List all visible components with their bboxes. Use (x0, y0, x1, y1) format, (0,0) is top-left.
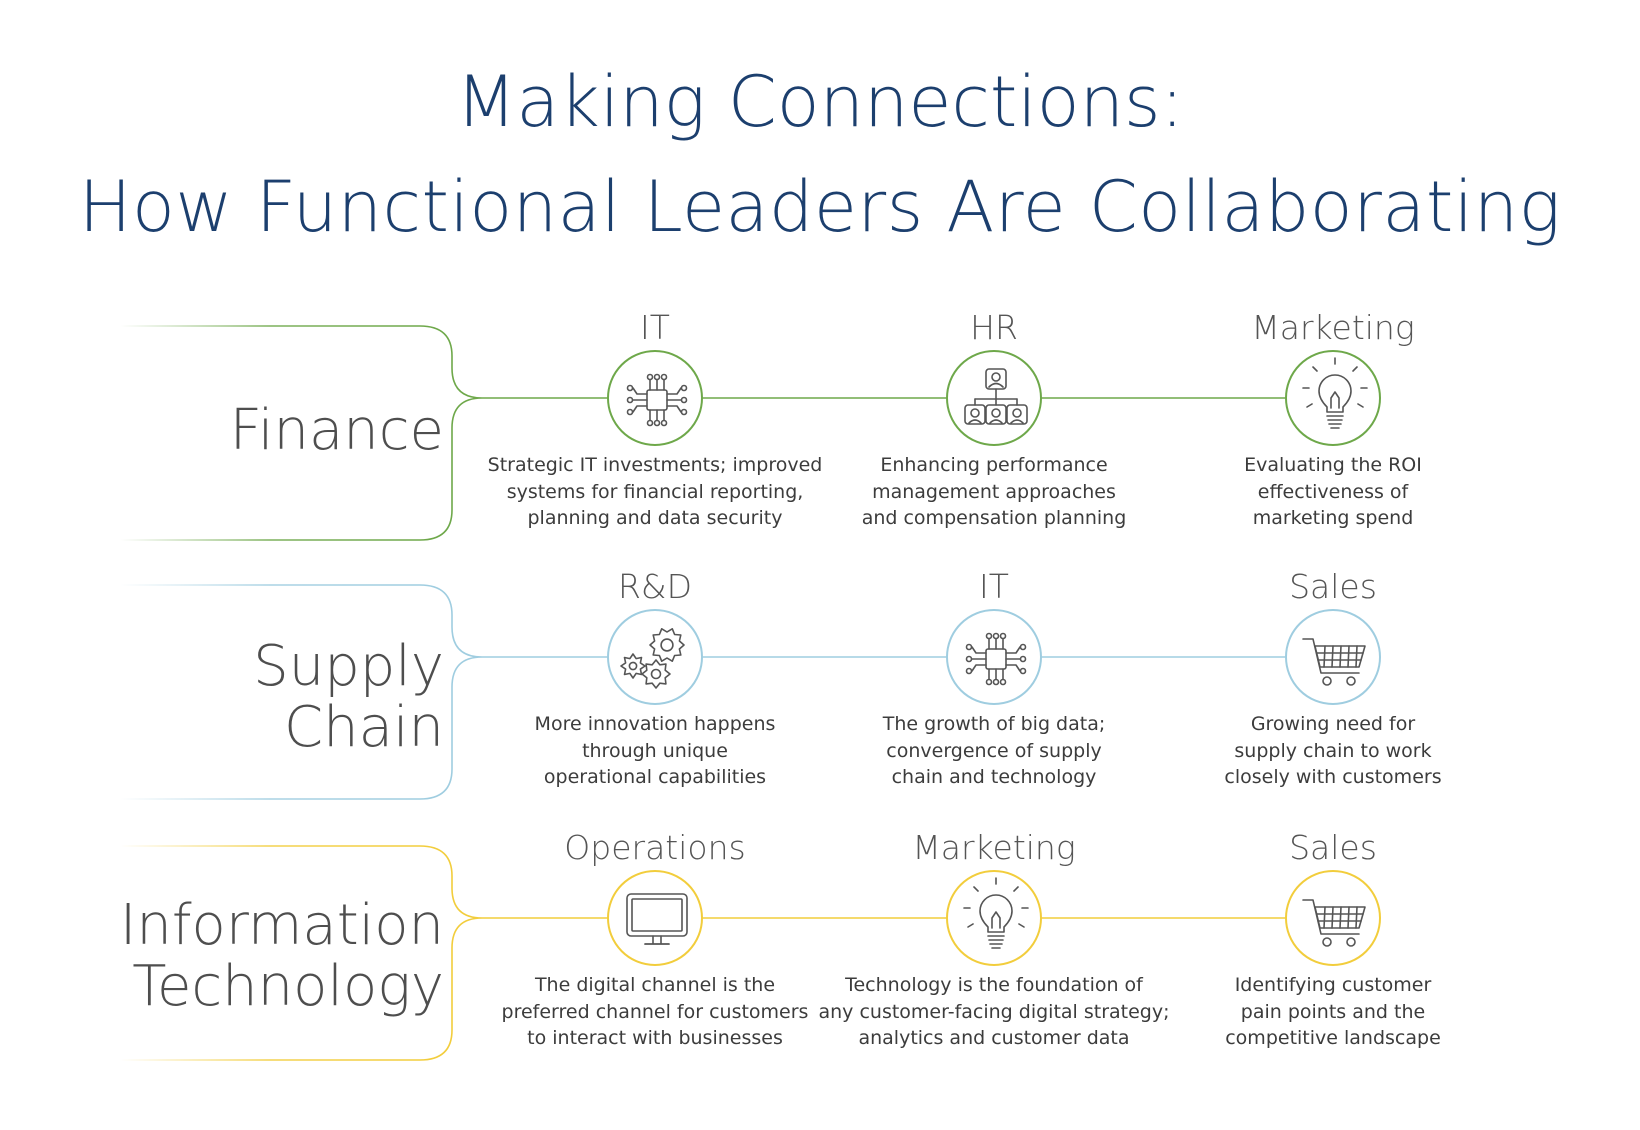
description-line: chain and technology (891, 766, 1097, 788)
shopping-cart-icon (1302, 638, 1366, 686)
function-title: Sales (1289, 828, 1377, 867)
function-description: Identifying customer pain points and the c… (1153, 972, 1513, 1052)
function-node (946, 870, 1042, 966)
description-line: Enhancing performance (880, 454, 1108, 476)
page-title-line-2: How Functional Leaders Are Collaborating (78, 166, 1562, 248)
org-chart-icon (964, 368, 1028, 425)
row-bracket (120, 325, 483, 541)
description-line: to interact with businesses (527, 1027, 783, 1049)
function-node (607, 350, 703, 446)
function-title: Marketing (912, 828, 1076, 867)
shopping-cart-icon (1302, 899, 1366, 947)
description-line: through unique (582, 739, 728, 762)
function-description: The digital channel is the preferred chan… (475, 972, 835, 1052)
description-line: The digital channel is the (534, 974, 776, 996)
function-node (946, 350, 1042, 446)
description-line: Technology is the foundation of (845, 974, 1143, 996)
function-description: Strategic IT investments; improved system… (475, 452, 835, 532)
description-line: Growing need for (1250, 713, 1416, 735)
description-line: operational capabilities (543, 766, 767, 788)
circuit-chip-icon (626, 373, 688, 427)
description-line: More innovation happens (534, 713, 776, 735)
row-label: Technology (132, 954, 444, 1019)
description-line: Evaluating the ROI (1244, 454, 1422, 476)
description-line: marketing spend (1252, 507, 1414, 529)
description-line: pain points and the (1240, 1000, 1426, 1023)
description-line: planning and data security (527, 507, 783, 529)
description-line: competitive landscape (1225, 1027, 1441, 1049)
function-description: Enhancing performance management approach… (814, 452, 1174, 532)
description-line: analytics and customer data (858, 1027, 1130, 1049)
description-line: Identifying customer (1234, 974, 1432, 996)
row-label: Finance (229, 398, 444, 463)
description-line: supply chain to work (1234, 739, 1432, 762)
function-description: Growing need for supply chain to work clos… (1153, 711, 1513, 791)
function-title: IT (640, 308, 670, 347)
gears-icon (620, 628, 685, 689)
function-title: Operations (564, 828, 746, 867)
description-line: effectiveness of (1257, 480, 1409, 503)
function-node (1285, 609, 1381, 705)
function-title: Sales (1289, 567, 1377, 606)
description-line: and compensation planning (861, 507, 1127, 529)
monitor-icon (626, 893, 688, 945)
function-description: Evaluating the ROI effectiveness of market… (1153, 452, 1513, 532)
function-title: Marketing (1251, 308, 1415, 347)
row-label: Chain (284, 695, 444, 760)
function-node (946, 609, 1042, 705)
function-node (1285, 870, 1381, 966)
description-line: Strategic IT investments; improved (487, 454, 823, 476)
circuit-chip-icon (965, 632, 1027, 686)
function-title: R&D (617, 567, 693, 606)
description-line: The growth of big data; (882, 713, 1106, 735)
function-description: The growth of big data; convergence of su… (814, 711, 1174, 791)
description-line: any customer-facing digital strategy; (818, 1000, 1170, 1023)
lightbulb-icon (963, 877, 1029, 949)
function-description: More innovation happens through unique ope… (475, 711, 835, 791)
description-line: preferred channel for customers (501, 1000, 809, 1023)
function-node (607, 609, 703, 705)
function-node (1285, 350, 1381, 446)
function-description: Technology is the foundation of any custo… (814, 972, 1174, 1052)
description-line: systems for financial reporting, (506, 480, 804, 503)
row-bracket (120, 584, 483, 800)
function-title: HR (970, 308, 1018, 347)
row-bracket (120, 845, 483, 1061)
description-line: convergence of supply (886, 739, 1102, 762)
function-title: IT (979, 567, 1009, 606)
description-line: management approaches (872, 480, 1116, 503)
row-label: Supply (253, 634, 444, 699)
lightbulb-icon (1302, 357, 1368, 429)
description-line: closely with customers (1224, 766, 1442, 788)
page-title-line-1: Making Connections: (455, 61, 1185, 143)
function-node (607, 870, 703, 966)
row-label: Information (119, 893, 444, 958)
